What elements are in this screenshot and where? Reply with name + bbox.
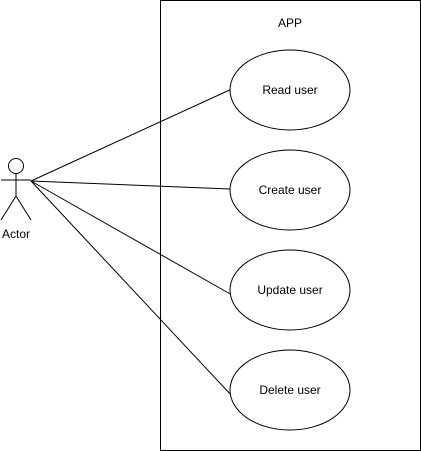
actor-right-leg: [15, 195, 32, 221]
association-delete-user: [30, 180, 233, 397]
use-case-ellipse: [229, 49, 351, 131]
association-read-user: [30, 87, 235, 182]
use-case-label: Update user: [257, 283, 322, 297]
use-case-ellipse: [229, 349, 351, 431]
use-case-ellipse: [229, 149, 351, 231]
use-case-update-user[interactable]: Update user: [229, 249, 351, 331]
system-title: APP: [278, 16, 302, 30]
use-case-label: Create user: [259, 183, 322, 197]
use-case-ellipse: [229, 249, 351, 331]
association-create-user: [30, 180, 231, 190]
use-case-create-user[interactable]: Create user: [229, 149, 351, 231]
actor-figure-icon[interactable]: [0, 158, 32, 221]
association-update-user: [30, 180, 233, 296]
use-case-delete-user[interactable]: Delete user: [229, 349, 351, 431]
actor-label: Actor: [2, 227, 30, 241]
use-case-label: Read user: [262, 83, 317, 97]
actor-left-leg: [0, 195, 17, 221]
actor-head: [8, 158, 24, 174]
use-case-label: Delete user: [259, 383, 320, 397]
use-case-read-user[interactable]: Read user: [229, 49, 351, 131]
